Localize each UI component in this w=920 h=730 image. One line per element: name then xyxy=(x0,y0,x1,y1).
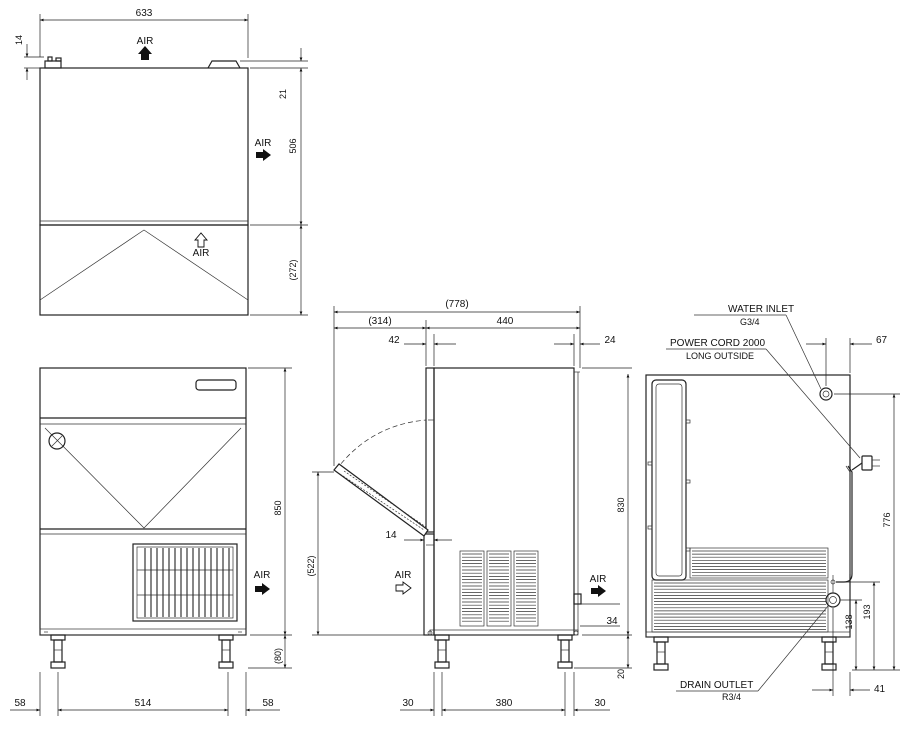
opened-door xyxy=(333,463,429,537)
air-up-outline-arrow-icon xyxy=(194,232,208,248)
dim-side-440: 440 xyxy=(497,316,514,327)
front-grille xyxy=(132,543,238,622)
dim-top-21: 21 xyxy=(278,89,288,99)
rear-view: WATER INLET G3/4 POWER CORD 2000 LONG OU… xyxy=(645,304,900,702)
dim-side-314: (314) xyxy=(368,316,391,327)
dim-top-272: (272) xyxy=(288,259,298,280)
dim-rear-776: 776 xyxy=(882,512,892,527)
front-badge xyxy=(195,379,237,391)
air-label-top: AIR xyxy=(137,36,154,47)
dim-front-850: 850 xyxy=(273,500,283,515)
dim-front-58-left: 58 xyxy=(14,698,26,709)
dim-side-830: 830 xyxy=(616,497,626,512)
top-view-body xyxy=(39,67,249,226)
power-cord-housing xyxy=(207,60,241,69)
door-knob-icon xyxy=(48,432,66,450)
front-legs xyxy=(50,634,234,669)
door-swing-arc xyxy=(335,419,427,471)
dim-rear-67: 67 xyxy=(876,335,888,346)
rear-screws xyxy=(647,419,691,552)
dim-side-20: 20 xyxy=(616,669,626,679)
rear-legs xyxy=(653,636,837,671)
air-out-arrow-icon xyxy=(591,585,606,597)
air-label-bin: AIR xyxy=(193,248,210,259)
top-view: 633 14 21 506 (272) AIR AIR AIR xyxy=(14,8,308,316)
power-cord-sub-label: LONG OUTSIDE xyxy=(686,351,754,361)
dim-side-30-left: 30 xyxy=(402,698,414,709)
rear-louvers xyxy=(654,582,826,630)
power-cord-label: POWER CORD 2000 xyxy=(670,338,765,349)
dim-rear-138: 138 xyxy=(844,614,854,629)
dim-front-514: 514 xyxy=(135,698,152,709)
dim-side-778: (778) xyxy=(445,299,468,310)
air-label-front: AIR xyxy=(254,570,271,581)
water-inlet-size: G3/4 xyxy=(740,317,760,327)
dim-side-24: 24 xyxy=(604,335,616,346)
dim-side-34: 34 xyxy=(606,616,618,627)
air-in-outline-arrow-icon xyxy=(395,581,412,595)
front-grille-bars xyxy=(137,548,233,617)
water-inlet-fitting xyxy=(819,387,833,401)
side-legs xyxy=(434,634,573,669)
air-up-arrow-icon xyxy=(138,46,152,60)
top-view-bin xyxy=(39,224,249,316)
air-label-right: AIR xyxy=(255,138,272,149)
air-label-side-out: AIR xyxy=(590,574,607,585)
dim-rear-41: 41 xyxy=(874,684,886,695)
dim-side-30-right: 30 xyxy=(594,698,606,709)
side-view: AIR AIR (778) (314) 440 42 24 14 (522) xyxy=(306,299,632,716)
water-fitting xyxy=(44,60,62,69)
dim-rear-193: 193 xyxy=(862,604,872,619)
dim-side-522: (522) xyxy=(306,555,316,576)
dim-top-633: 633 xyxy=(136,8,153,19)
dim-top-14: 14 xyxy=(14,35,24,45)
water-inlet-label: WATER INLET xyxy=(728,304,794,315)
air-right-arrow-icon xyxy=(256,149,271,161)
rear-view-body xyxy=(645,374,851,638)
power-plug-icon xyxy=(861,455,873,471)
rear-louvers-top xyxy=(692,550,826,577)
dim-top-506: 506 xyxy=(288,138,298,153)
dim-side-42: 42 xyxy=(388,335,400,346)
drain-outlet-label: DRAIN OUTLET xyxy=(680,680,753,691)
front-view: AIR 850 (80) 58 514 58 xyxy=(10,367,292,716)
dim-front-80: (80) xyxy=(273,648,283,664)
side-vent-lines xyxy=(462,553,536,622)
dim-side-380: 380 xyxy=(496,698,513,709)
dim-front-58-right: 58 xyxy=(262,698,274,709)
dim-side-14: 14 xyxy=(385,530,397,541)
air-right-arrow-front-icon xyxy=(255,583,270,595)
drain-outlet-size: R3/4 xyxy=(722,692,741,702)
side-view-body xyxy=(433,367,575,636)
air-label-side-in: AIR xyxy=(395,570,412,581)
side-vents xyxy=(459,550,539,627)
